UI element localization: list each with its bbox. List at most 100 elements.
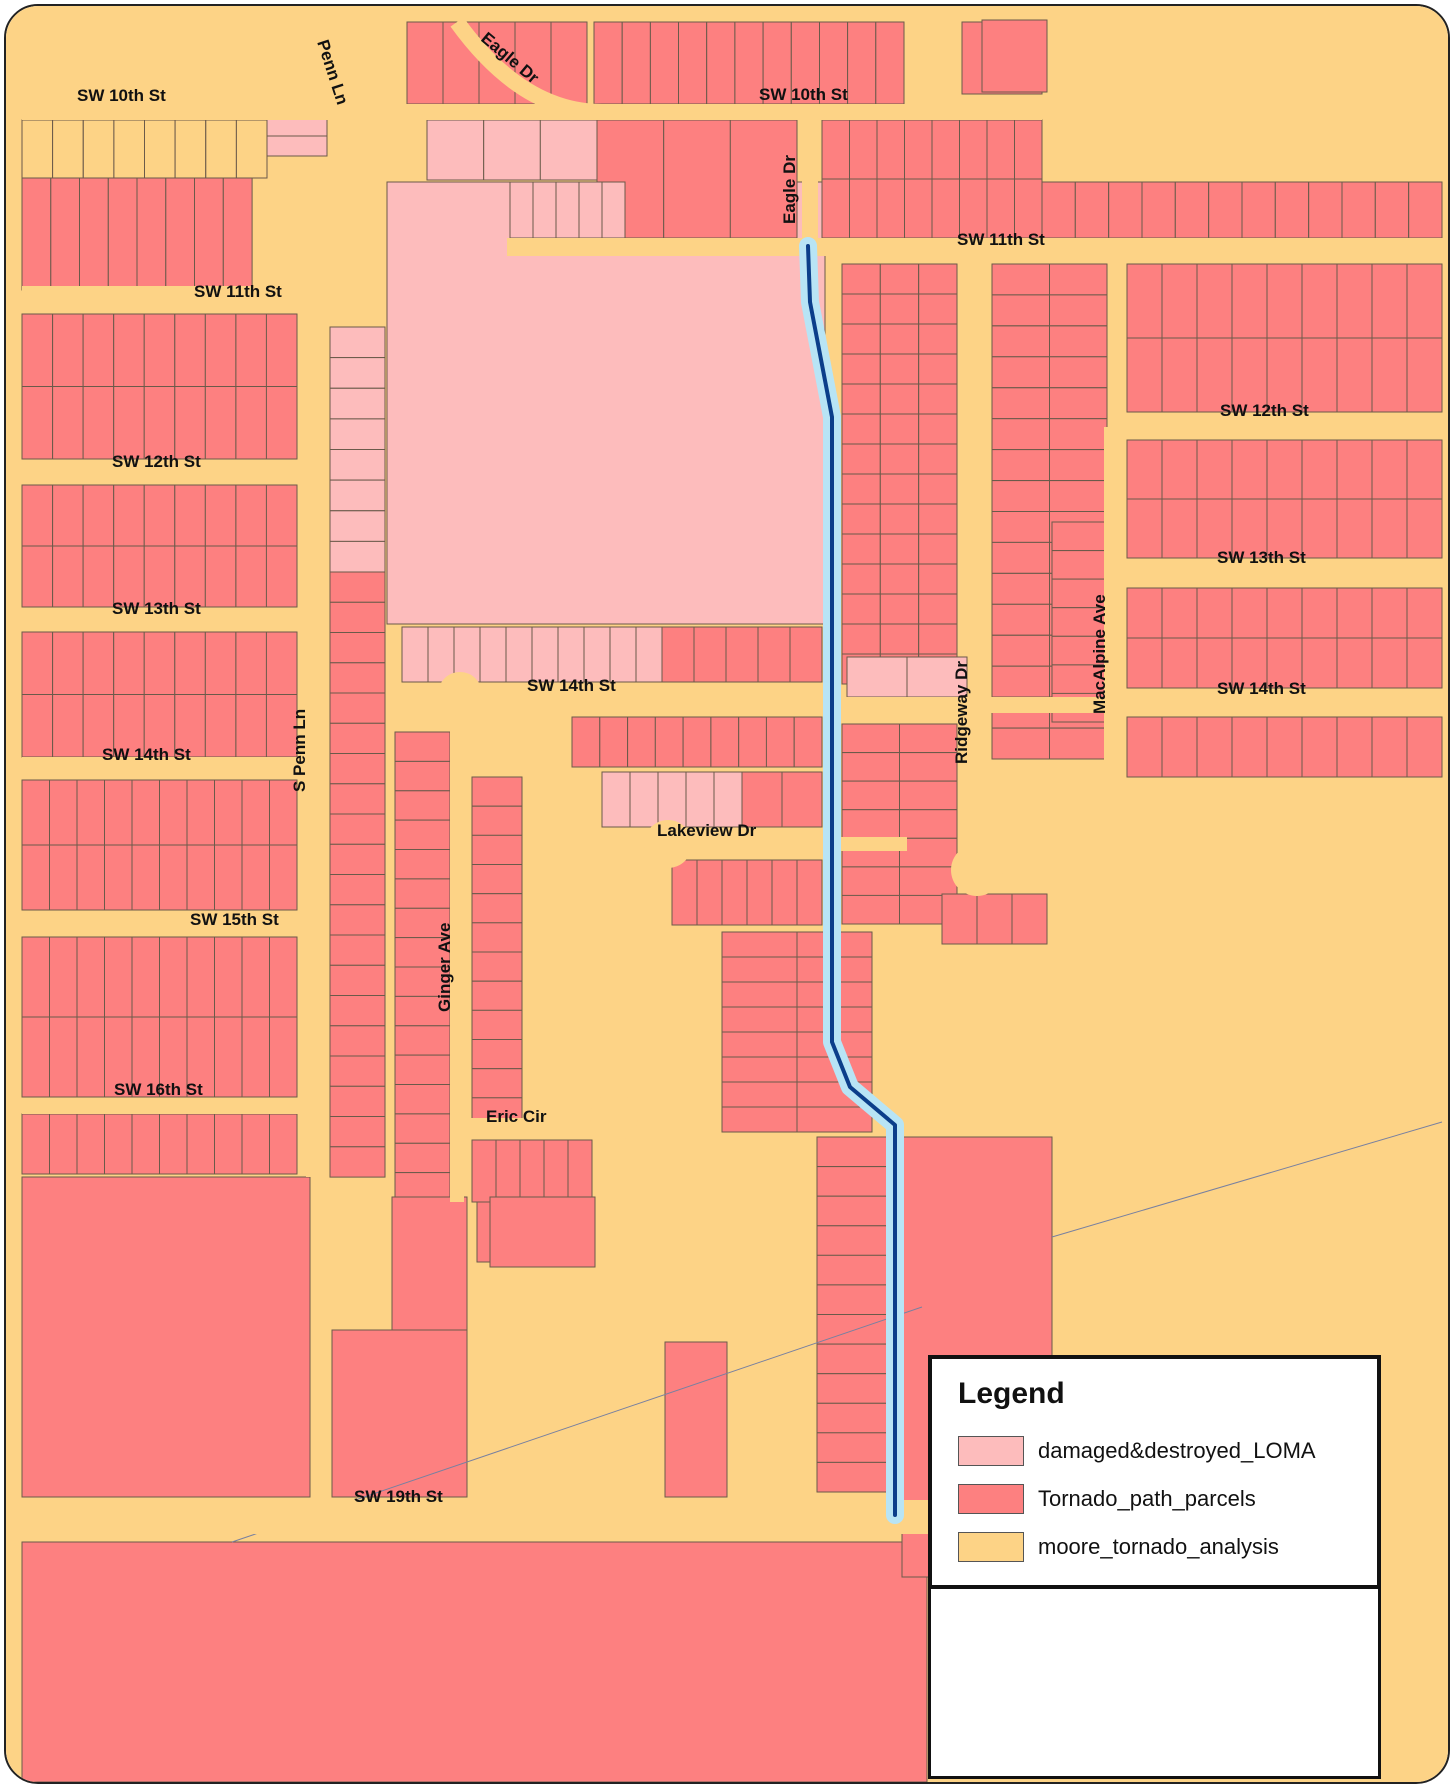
parcel-tornado bbox=[143, 313, 176, 387]
parcel-tornado bbox=[1406, 337, 1443, 413]
parcel-tornado bbox=[879, 353, 920, 385]
parcel-tornado bbox=[1301, 263, 1338, 339]
parcel-damaged bbox=[329, 479, 386, 512]
parcel-tornado bbox=[1231, 337, 1268, 413]
parcel-tornado bbox=[841, 263, 881, 295]
legend-label-tornado: Tornado_path_parcels bbox=[1038, 1486, 1256, 1511]
parcel-damaged bbox=[505, 626, 533, 683]
parcel-damaged bbox=[329, 449, 386, 481]
parcel-tornado bbox=[693, 626, 727, 683]
parcel-tornado bbox=[1051, 578, 1108, 609]
parcel-tornado bbox=[76, 844, 105, 911]
parcel-tornado bbox=[738, 716, 768, 768]
legend-label-damaged: damaged&destroyed_LOMA bbox=[1038, 1438, 1316, 1463]
parcel-damaged bbox=[601, 181, 626, 239]
parcel-tornado bbox=[1336, 498, 1373, 559]
analysis-swatch bbox=[958, 1532, 1024, 1562]
parcel-tornado bbox=[721, 931, 798, 958]
parcel-tornado bbox=[143, 484, 176, 547]
parcel-tornado bbox=[1336, 716, 1373, 778]
parcel-tornado bbox=[204, 313, 237, 387]
parcel-tornado bbox=[899, 752, 958, 782]
parcel-tornado bbox=[621, 21, 651, 105]
parcel-tornado bbox=[113, 631, 145, 695]
parcel-tornado bbox=[131, 936, 160, 1018]
parcel-tornado bbox=[841, 593, 881, 625]
parcel-tornado bbox=[21, 1016, 50, 1098]
parcel-tornado bbox=[1274, 181, 1310, 239]
parcel-tornado bbox=[52, 313, 84, 387]
parcel-tornado bbox=[1301, 439, 1338, 500]
cul-de-sac-ginger bbox=[438, 672, 482, 716]
parcel-tornado bbox=[471, 951, 523, 982]
parcel-tornado bbox=[82, 313, 115, 387]
parcel-tornado bbox=[904, 178, 933, 239]
parcel-tornado bbox=[1231, 263, 1268, 339]
parcel-tornado bbox=[816, 1402, 893, 1434]
parcel-tornado bbox=[1161, 439, 1198, 500]
parcel-tornado bbox=[879, 383, 920, 415]
label-sw14-mid: SW 14th St bbox=[527, 676, 616, 695]
parcel-damaged bbox=[329, 510, 386, 542]
parcel-tornado bbox=[671, 859, 698, 926]
parcel-tornado bbox=[329, 1055, 386, 1087]
parcel-tornado bbox=[765, 716, 795, 768]
parcel-tornado bbox=[696, 859, 723, 926]
parcel-tornado bbox=[235, 694, 267, 758]
parcel-tornado bbox=[329, 1085, 386, 1118]
parcel-tornado bbox=[113, 484, 145, 547]
damaged-swatch bbox=[958, 1436, 1024, 1466]
parcel-tornado bbox=[265, 694, 298, 758]
parcel-tornado bbox=[663, 119, 731, 239]
parcel-tornado bbox=[104, 936, 133, 1018]
parcel-tornado bbox=[841, 533, 881, 565]
parcel-tornado bbox=[329, 874, 386, 906]
parcel-damaged bbox=[657, 771, 687, 828]
parcel-damaged bbox=[635, 626, 663, 683]
parcel-tornado bbox=[471, 980, 523, 1011]
parcel-tornado bbox=[654, 716, 684, 768]
parcel-tornado bbox=[329, 722, 386, 755]
parcel-tornado bbox=[649, 21, 680, 105]
parcel-tornado bbox=[329, 1146, 386, 1178]
parcel-tornado bbox=[49, 844, 78, 911]
parcel-tornado bbox=[991, 449, 1050, 482]
parcel-tornado bbox=[1406, 439, 1443, 500]
parcel-tornado bbox=[918, 263, 958, 295]
parcel-damaged bbox=[578, 181, 603, 239]
parcel-tornado bbox=[82, 545, 115, 608]
parcel-tornado bbox=[543, 1139, 569, 1203]
parcel-tornado bbox=[329, 632, 386, 664]
parcel-tornado bbox=[471, 1039, 523, 1070]
parcel-tornado bbox=[214, 936, 243, 1018]
label-sw14-left: SW 14th St bbox=[102, 745, 191, 764]
parcel-tornado bbox=[781, 771, 823, 828]
parcel-tornado bbox=[1174, 181, 1210, 239]
parcel-tornado bbox=[841, 894, 900, 925]
legend-item-damaged: damaged&destroyed_LOMA bbox=[958, 1427, 1351, 1475]
parcel-tornado bbox=[214, 1113, 243, 1175]
parcel-tornado bbox=[1051, 664, 1108, 695]
parcel-tornado bbox=[1371, 716, 1408, 778]
parcel-tornado bbox=[849, 178, 878, 239]
parcel-tornado bbox=[113, 694, 145, 758]
parcel-tornado bbox=[841, 443, 881, 475]
parcel-tornado bbox=[394, 849, 451, 880]
parcel-tornado bbox=[131, 1113, 160, 1175]
parcel-tornado bbox=[1051, 635, 1108, 666]
parcel-tornado bbox=[143, 545, 176, 608]
parcel-tornado bbox=[841, 353, 881, 385]
parcel-tornado bbox=[204, 386, 237, 460]
tornado-swatch bbox=[958, 1484, 1024, 1514]
parcel-tornado bbox=[21, 694, 54, 758]
parcel-tornado bbox=[76, 779, 105, 846]
parcel-damaged bbox=[555, 181, 580, 239]
parcel-tornado bbox=[991, 634, 1050, 667]
parcel-tornado bbox=[76, 1016, 105, 1098]
parcel-tornado bbox=[1049, 325, 1108, 358]
parcel-damaged bbox=[846, 656, 908, 698]
legend-blank-area bbox=[928, 1589, 1381, 1779]
parcel-tornado bbox=[721, 1081, 798, 1108]
parcel-tornado bbox=[1231, 716, 1268, 778]
parcel-tornado bbox=[159, 936, 188, 1018]
